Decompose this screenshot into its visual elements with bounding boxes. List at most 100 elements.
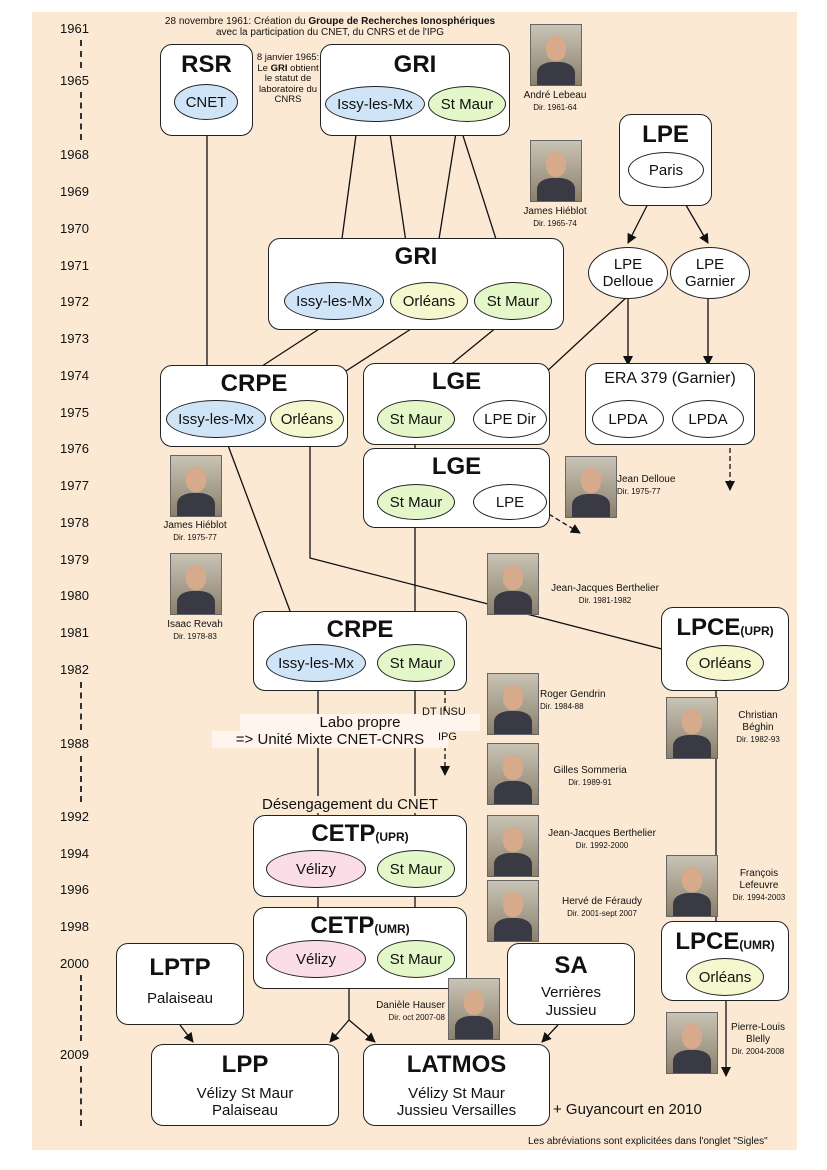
year-label: 1968 bbox=[60, 147, 89, 162]
intro-text: 28 novembre 1961: Création du Groupe de … bbox=[164, 16, 496, 38]
portrait-photo bbox=[530, 140, 582, 202]
year-label: 1971 bbox=[60, 258, 89, 273]
orleans-oval: Orléans bbox=[390, 282, 468, 320]
year-label: 1978 bbox=[60, 515, 89, 530]
timeline-dash bbox=[80, 40, 82, 68]
box-title: CETP(UPR) bbox=[311, 820, 409, 847]
lpe-delloue-oval: LPE Delloue bbox=[588, 247, 668, 299]
portrait-photo bbox=[487, 815, 539, 877]
box-title: SA bbox=[554, 952, 588, 979]
issy-oval: Issy-les-Mx bbox=[284, 282, 384, 320]
lpp-box: LPP Vélizy St Maur Palaiseau bbox=[151, 1044, 339, 1126]
orleans-oval: Orléans bbox=[686, 958, 764, 996]
lpda-oval: LPDA bbox=[592, 400, 664, 438]
portrait-photo bbox=[487, 553, 539, 615]
year-label: 2009 bbox=[60, 1047, 89, 1062]
year-label: 1975 bbox=[60, 405, 89, 420]
box-subtitle: Vélizy St Maur bbox=[196, 1085, 294, 1102]
box-title: CRPE bbox=[326, 616, 394, 643]
box-title: LPTP bbox=[149, 954, 211, 981]
timeline-dash bbox=[80, 1066, 82, 1126]
year-label: 1974 bbox=[60, 368, 89, 383]
box-title: CETP(UMR) bbox=[310, 912, 410, 939]
stmaur-oval: St Maur bbox=[377, 850, 455, 888]
stmaur-oval: St Maur bbox=[428, 86, 506, 122]
issy-oval: Issy-les-Mx bbox=[166, 400, 266, 438]
portrait-photo bbox=[487, 673, 539, 735]
lpe-oval: LPE bbox=[473, 484, 547, 520]
portrait-photo bbox=[170, 455, 222, 517]
box-title: ERA 379 (Garnier) bbox=[604, 370, 736, 387]
box-title: LGE bbox=[431, 368, 482, 395]
year-label: 1979 bbox=[60, 552, 89, 567]
note-guyancourt: + Guyancourt en 2010 bbox=[553, 1101, 702, 1118]
year-label: 1992 bbox=[60, 809, 89, 824]
cnet-oval: CNET bbox=[174, 84, 238, 120]
year-label: 2000 bbox=[60, 956, 89, 971]
portrait-photo bbox=[487, 880, 539, 942]
year-label: 1973 bbox=[60, 331, 89, 346]
year-label: 1998 bbox=[60, 919, 89, 934]
box-subtitle: Palaiseau bbox=[147, 990, 213, 1007]
year-label: 1969 bbox=[60, 184, 89, 199]
portrait-photo bbox=[530, 24, 582, 86]
box-title: RSR bbox=[181, 51, 232, 78]
year-label: 1977 bbox=[60, 478, 89, 493]
box-subtitle: Vélizy St Maur bbox=[408, 1085, 505, 1102]
timeline-dash bbox=[80, 975, 82, 1041]
note-unite-mixte: => Unité Mixte CNET-CNRS bbox=[212, 731, 448, 748]
stmaur-oval: St Maur bbox=[377, 644, 455, 682]
issy-oval: Issy-les-Mx bbox=[266, 644, 366, 682]
latmos-box: LATMOS Vélizy St Maur Jussieu Versailles bbox=[363, 1044, 550, 1126]
year-label: 1976 bbox=[60, 441, 89, 456]
portrait-photo bbox=[448, 978, 500, 1040]
year-label: 1981 bbox=[60, 625, 89, 640]
issy-oval: Issy-les-Mx bbox=[325, 86, 425, 122]
portrait-photo bbox=[666, 1012, 718, 1074]
portrait-photo bbox=[666, 855, 718, 917]
stmaur-oval: St Maur bbox=[377, 940, 455, 978]
year-label: 1982 bbox=[60, 662, 89, 677]
box-subtitle: Jussieu bbox=[545, 1002, 597, 1019]
portrait-photo bbox=[487, 743, 539, 805]
box-title: LPP bbox=[221, 1051, 269, 1078]
orleans-oval: Orléans bbox=[270, 400, 344, 438]
year-label: 1994 bbox=[60, 846, 89, 861]
year-label: 1988 bbox=[60, 736, 89, 751]
velizy-oval: Vélizy bbox=[266, 940, 366, 978]
box-title: CRPE bbox=[220, 370, 288, 397]
box-title: LATMOS bbox=[406, 1051, 507, 1078]
stmaur-oval: St Maur bbox=[377, 400, 455, 438]
timeline-dash bbox=[80, 682, 82, 730]
portrait-photo bbox=[170, 553, 222, 615]
year-label: 1961 bbox=[60, 21, 89, 36]
box-title: GRI bbox=[394, 243, 438, 270]
lpda-oval: LPDA bbox=[672, 400, 744, 438]
box-subtitle: Verrières bbox=[540, 984, 602, 1001]
year-label: 1996 bbox=[60, 882, 89, 897]
portrait-photo bbox=[565, 456, 617, 518]
box-subtitle: Jussieu Versailles bbox=[396, 1102, 517, 1119]
box-title: GRI bbox=[393, 51, 437, 78]
paris-oval: Paris bbox=[628, 152, 704, 188]
portrait-photo bbox=[666, 697, 718, 759]
rsr-box: RSR bbox=[160, 44, 253, 136]
velizy-oval: Vélizy bbox=[266, 850, 366, 888]
stmaur-oval: St Maur bbox=[474, 282, 552, 320]
year-label: 1972 bbox=[60, 294, 89, 309]
box-title: LGE bbox=[431, 453, 482, 480]
